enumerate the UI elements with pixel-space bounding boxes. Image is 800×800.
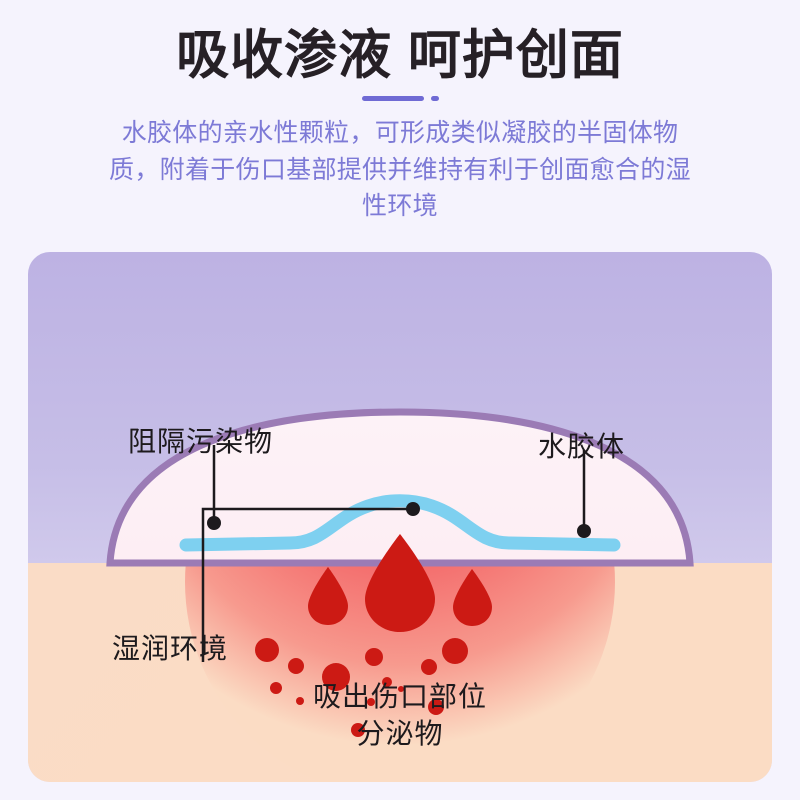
callout-dot-barrier bbox=[207, 516, 221, 530]
exudate-particle bbox=[382, 677, 392, 687]
callout-dot-moist bbox=[406, 502, 420, 516]
exudate-particle bbox=[351, 723, 365, 737]
wound-dressing-diagram bbox=[28, 408, 772, 782]
callout-dot-colloid bbox=[577, 524, 591, 538]
callout-label-absorb-line2: 分泌物 bbox=[356, 718, 444, 750]
wound-exudate-group bbox=[255, 534, 492, 737]
page-title: 吸收渗液 呵护创面 bbox=[176, 26, 624, 85]
callout-label-barrier: 阻隔污染物 bbox=[128, 426, 274, 457]
callout-label-absorb-line1: 吸出伤口部位 bbox=[312, 681, 487, 712]
exudate-particle bbox=[255, 638, 279, 662]
exudate-particle bbox=[442, 638, 468, 664]
exudate-particle bbox=[322, 663, 350, 691]
moist-environment-layer bbox=[179, 494, 621, 552]
callout-label-colloid: 水胶体 bbox=[538, 431, 626, 462]
blood-drop-large bbox=[365, 534, 435, 632]
title-divider bbox=[0, 91, 800, 105]
exudate-particle bbox=[365, 648, 383, 666]
illustration-panel bbox=[28, 252, 772, 782]
divider-dot bbox=[430, 95, 439, 101]
wound-area bbox=[185, 563, 615, 782]
exudate-particle bbox=[296, 697, 304, 705]
blood-drop-small-left bbox=[308, 567, 348, 625]
exudate-particle bbox=[288, 658, 304, 674]
exudate-particle bbox=[421, 659, 437, 675]
callout-dots bbox=[207, 502, 591, 538]
leader-moist bbox=[201, 507, 413, 662]
page-subtitle: 水胶体的亲水性颗粒，可形成类似凝胶的半固体物质，附着于伤口基部提供并维持有利于创… bbox=[109, 119, 691, 220]
divider-line bbox=[361, 95, 424, 101]
exudate-particle bbox=[270, 682, 282, 694]
exudate-particle bbox=[428, 699, 444, 715]
header: 吸收渗液 呵护创面 水胶体的亲水性颗粒，可形成类似凝胶的半固体物质，附着于伤口基… bbox=[0, 0, 800, 224]
exudate-particle bbox=[367, 698, 375, 706]
callout-label-absorb: 吸出伤口部位 分泌物 bbox=[0, 678, 800, 752]
hydrocolloid-dressing bbox=[106, 408, 694, 567]
callout-label-moist: 湿润环境 bbox=[112, 633, 229, 664]
blood-drop-small-right bbox=[453, 569, 492, 626]
exudate-particle bbox=[398, 686, 404, 692]
callout-leader-lines bbox=[201, 445, 586, 662]
